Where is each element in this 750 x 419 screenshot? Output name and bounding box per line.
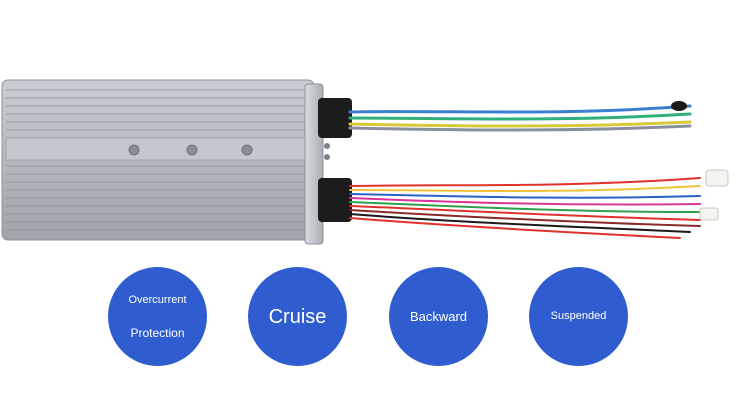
badge-label: Cruise xyxy=(268,305,327,328)
badge-label-line-2: Protection xyxy=(130,325,185,340)
cruise-badge: Cruise xyxy=(248,267,347,366)
suspended-badge: Suspended xyxy=(529,267,628,366)
cable-glands xyxy=(318,98,352,222)
overcurrent-protection-badge: Overcurrent Protection xyxy=(108,267,207,366)
motor-controller-photo xyxy=(1,79,729,245)
badge-label-line-1: Overcurrent xyxy=(128,293,187,306)
backward-badge: Backward xyxy=(389,267,488,366)
badge-label: Suspended xyxy=(550,310,607,322)
controller-body xyxy=(1,79,315,241)
signal-wires xyxy=(349,169,729,239)
badge-label: Backward xyxy=(409,309,468,324)
phase-wires xyxy=(348,101,692,132)
